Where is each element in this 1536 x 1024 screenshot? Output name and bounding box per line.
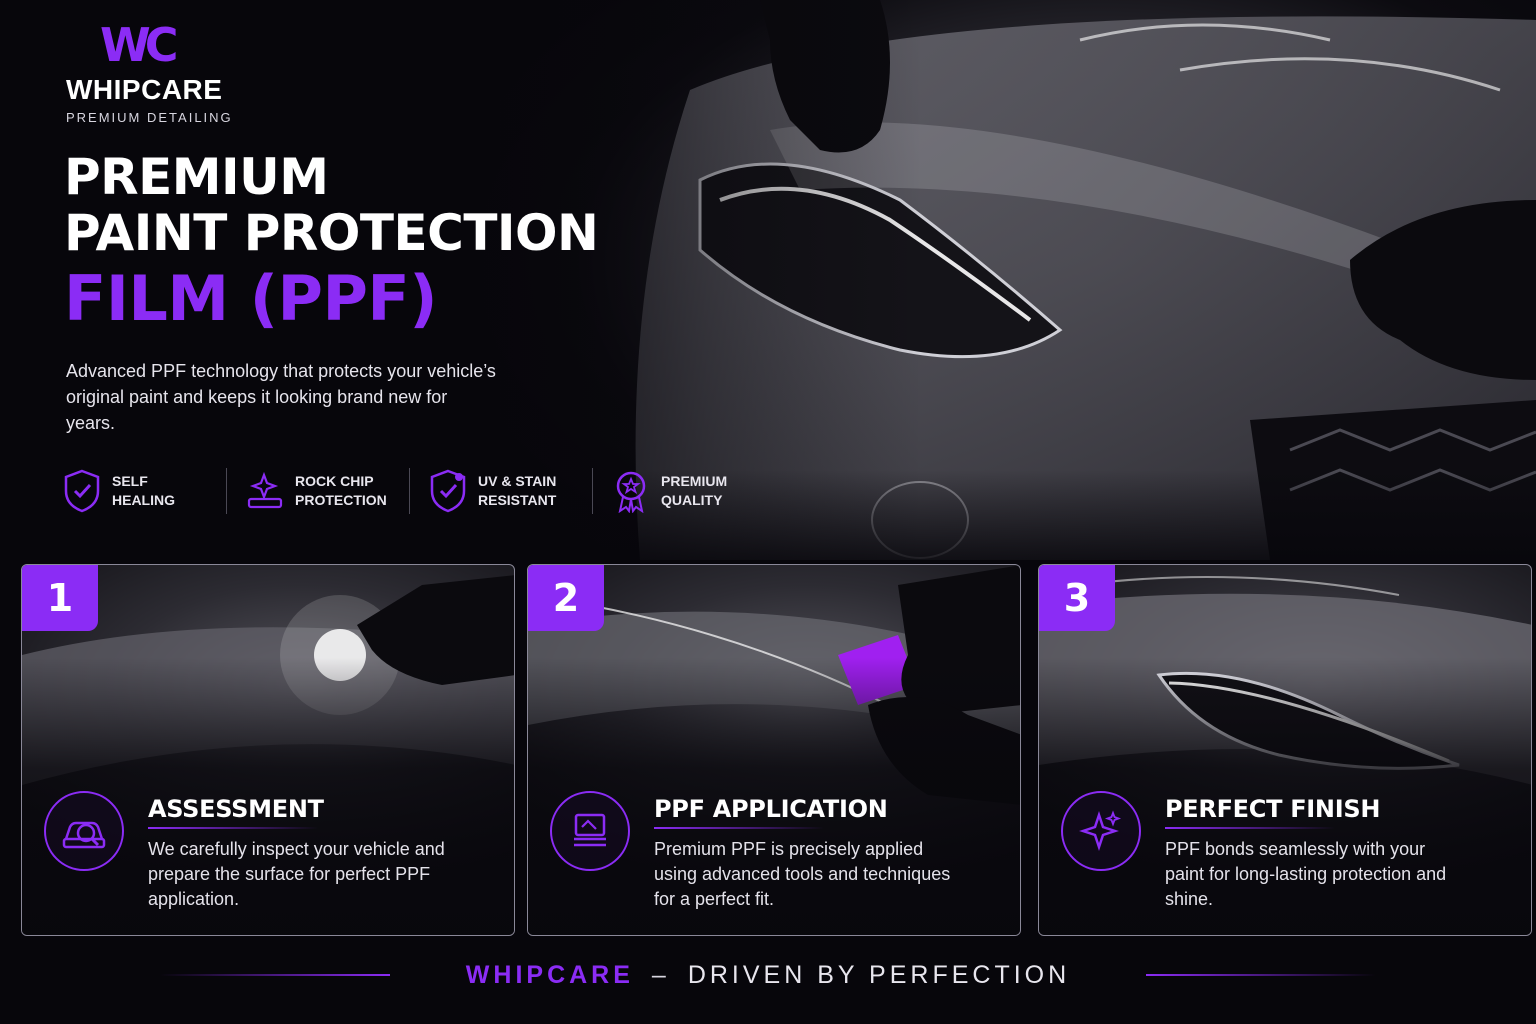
step-title-underline xyxy=(1165,827,1335,829)
step-title: PERFECT FINISH xyxy=(1165,795,1381,823)
feature-premium-quality: PREMIUM QUALITY xyxy=(592,468,775,514)
footer-separator: – xyxy=(651,960,670,989)
headline-line-3: FILM (PPF) xyxy=(64,262,438,335)
shield-check-icon xyxy=(62,468,102,514)
step-card-ppf-application: 2 PPF APPLICATION Premium PPF is precise… xyxy=(527,564,1021,936)
step-description: PPF bonds seamlessly with your paint for… xyxy=(1165,839,1447,909)
headline-line-2: PAINT PROTECTION xyxy=(64,204,599,262)
step-title: ASSESSMENT xyxy=(148,795,324,823)
footer-brand: WHIPCARE xyxy=(465,960,634,989)
shield-check-icon xyxy=(428,468,468,514)
step-number: 2 xyxy=(528,565,604,631)
feature-list: SELF HEALING ROCK CHIP PROTECTION UV & S… xyxy=(62,468,775,514)
brand-logo: WC WHIPCARE PREMIUM DETAILING xyxy=(66,22,233,125)
hero-bottom-gradient xyxy=(0,470,1536,580)
feature-label: SELF HEALING xyxy=(112,473,175,508)
step-description: We carefully inspect your vehicle and pr… xyxy=(148,839,445,909)
step-number: 3 xyxy=(1039,565,1115,631)
step-card-assessment: 1 ASSESSMENT We carefully inspect your v… xyxy=(21,564,515,936)
award-badge-icon xyxy=(611,468,651,514)
feature-uv-stain: UV & STAIN RESISTANT xyxy=(409,468,592,514)
step-number: 1 xyxy=(22,565,98,631)
step-title-underline xyxy=(654,827,824,829)
sparkle-icon xyxy=(1061,791,1141,871)
headline-line-1: PREMIUM xyxy=(64,148,329,206)
step-card-perfect-finish: 3 PERFECT FINISH PPF bonds seamlessly wi… xyxy=(1038,564,1532,936)
brand-tagline: PREMIUM DETAILING xyxy=(66,110,233,125)
step-description: Premium PPF is precisely applied using a… xyxy=(654,839,951,909)
film-layers-icon xyxy=(550,791,630,871)
footer-divider-left xyxy=(160,974,390,976)
feature-label: PREMIUM QUALITY xyxy=(661,473,728,508)
step-title: PPF APPLICATION xyxy=(654,795,888,823)
sparkle-surface-icon xyxy=(245,468,285,514)
intro-text: Advanced PPF technology that protects yo… xyxy=(66,361,496,433)
feature-self-healing: SELF HEALING xyxy=(62,468,226,514)
footer-divider-right xyxy=(1146,974,1376,976)
step-title-underline xyxy=(148,827,318,829)
feature-rock-chip: ROCK CHIP PROTECTION xyxy=(226,468,409,514)
feature-label: ROCK CHIP PROTECTION xyxy=(295,473,387,508)
footer: WHIPCARE – DRIVEN BY PERFECTION xyxy=(0,958,1536,992)
logo-mark: WC xyxy=(100,18,178,72)
car-inspect-icon xyxy=(44,791,124,871)
brand-name: WHIPCARE xyxy=(66,74,223,105)
footer-slogan: DRIVEN BY PERFECTION xyxy=(687,960,1071,989)
feature-label: UV & STAIN RESISTANT xyxy=(478,473,557,508)
